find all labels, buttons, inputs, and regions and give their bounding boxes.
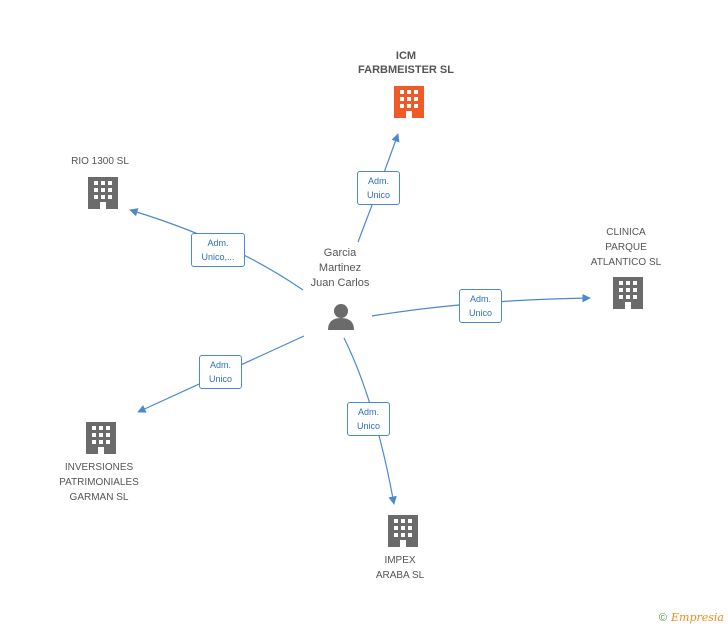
- edge-line: Unico: [356, 421, 380, 431]
- node-line: PATRIMONIALES: [59, 477, 139, 488]
- building-icon[interactable]: [613, 277, 643, 309]
- brand-footer[interactable]: © Empresia: [659, 611, 724, 624]
- node-label-clinica[interactable]: CLINICA PARQUE ATLANTICO SL: [576, 225, 676, 270]
- center-line-1: Garcia: [323, 247, 357, 259]
- edge-label-icm[interactable]: Adm. Unico: [357, 171, 400, 205]
- edge-line: Adm.: [207, 238, 229, 248]
- node-label-icm[interactable]: ICM FARBMEISTER SL: [346, 49, 466, 77]
- copyright-symbol: ©: [658, 612, 667, 624]
- node-line: IMPEX: [384, 555, 416, 566]
- edge-line: Adm.: [367, 176, 389, 186]
- building-icon[interactable]: [394, 86, 424, 118]
- node-line: CLINICA: [606, 227, 646, 238]
- center-line-3: Juan Carlos: [310, 277, 370, 289]
- node-label-impex[interactable]: IMPEX ARABA SL: [350, 553, 450, 583]
- edge-line: Unico: [208, 374, 232, 384]
- node-line: FARBMEISTER SL: [358, 64, 454, 76]
- brand-name: Empresia: [671, 611, 724, 624]
- node-line: PARQUE: [605, 242, 647, 253]
- center-line-2: Martinez: [318, 262, 362, 274]
- edge-label-clinica[interactable]: Adm. Unico: [459, 289, 502, 323]
- edge-line: Unico: [468, 308, 492, 318]
- node-line: RIO 1300 SL: [71, 156, 129, 167]
- node-label-inversiones[interactable]: INVERSIONES PATRIMONIALES GARMAN SL: [44, 460, 154, 505]
- edge-line: Adm.: [469, 294, 491, 304]
- edge-line: Adm.: [209, 360, 231, 370]
- node-line: ICM: [395, 50, 417, 62]
- building-icon[interactable]: [86, 422, 116, 454]
- building-icon[interactable]: [388, 515, 418, 547]
- edge-line: Adm.: [357, 407, 379, 417]
- node-line: ATLANTICO SL: [590, 257, 662, 268]
- building-icon[interactable]: [88, 177, 118, 209]
- edge-label-impex[interactable]: Adm. Unico: [347, 402, 390, 436]
- edge-label-rio[interactable]: Adm. Unico,...: [191, 233, 245, 267]
- edge-label-inversiones[interactable]: Adm. Unico: [199, 355, 242, 389]
- node-line: ARABA SL: [375, 570, 425, 581]
- node-label-rio[interactable]: RIO 1300 SL: [50, 154, 150, 169]
- node-line: INVERSIONES: [64, 462, 134, 473]
- center-person-label[interactable]: Garcia Martinez Juan Carlos: [290, 246, 390, 291]
- edge-line: Unico,...: [201, 252, 235, 262]
- person-icon[interactable]: [328, 304, 354, 330]
- edge-line: Unico: [366, 190, 390, 200]
- node-line: GARMAN SL: [69, 492, 129, 503]
